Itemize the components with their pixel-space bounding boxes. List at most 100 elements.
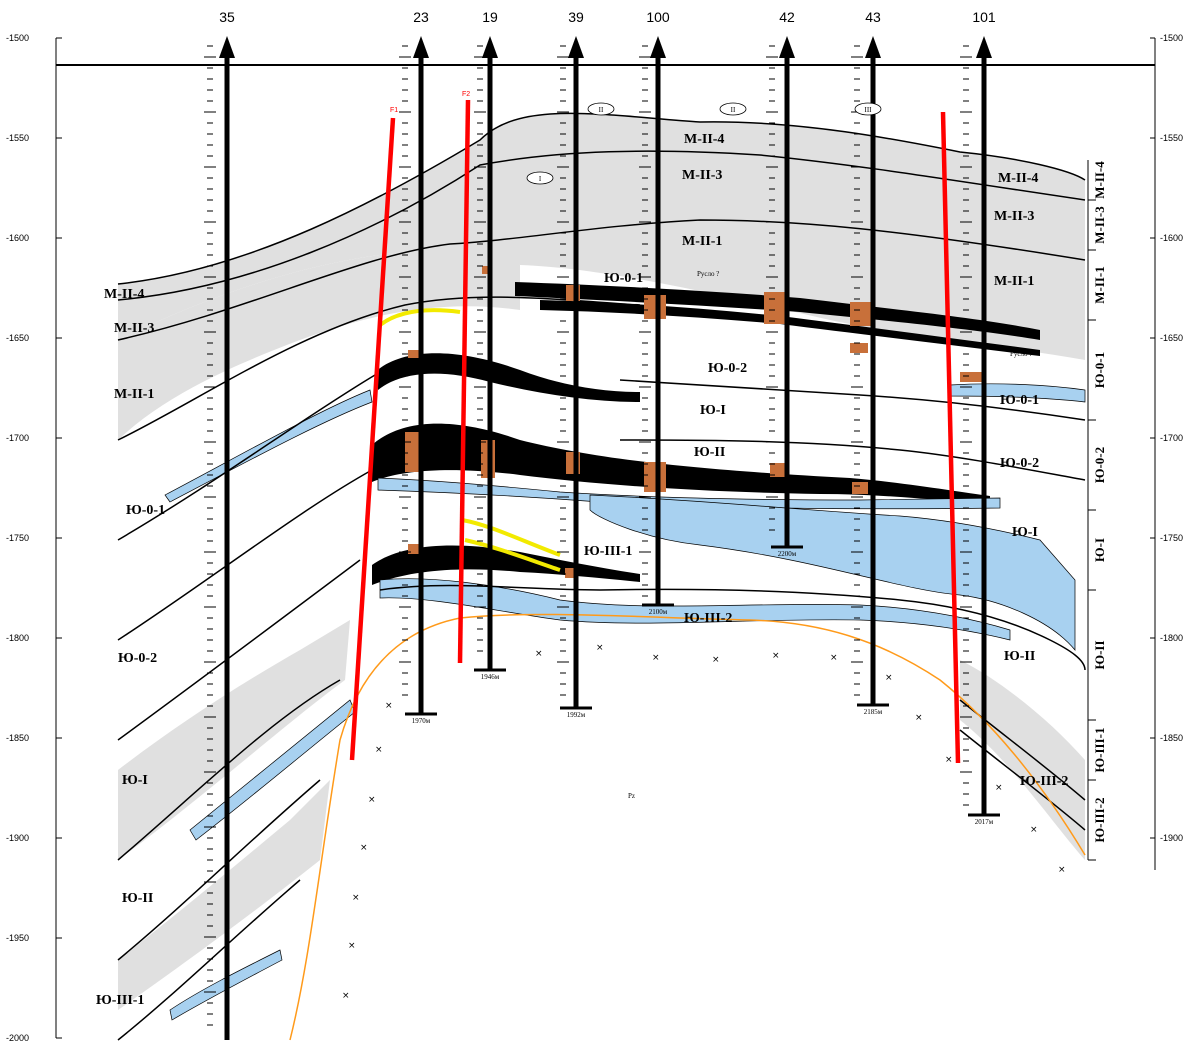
svg-text:×: × xyxy=(535,649,543,659)
well-23: 23 1970м xyxy=(399,9,437,725)
well-label: 100 xyxy=(646,9,670,25)
svg-text:II: II xyxy=(599,106,604,114)
well-43: 43 2185м xyxy=(851,9,889,716)
svg-text:×: × xyxy=(385,701,393,711)
side-label: Ю-I xyxy=(1092,538,1107,562)
label-m-ii-4-center: М-II-4 xyxy=(684,132,724,147)
arrow-up-icon xyxy=(413,36,429,58)
svg-text:×: × xyxy=(830,653,838,663)
svg-text:×: × xyxy=(915,713,923,723)
svg-text:×: × xyxy=(885,673,893,683)
label-m-ii-1-center: М-II-1 xyxy=(682,234,722,249)
svg-text:II: II xyxy=(731,106,736,114)
label-yu-iii-1-left: Ю-III-1 xyxy=(96,993,144,1008)
fault-f2 xyxy=(457,99,471,664)
label-yu-iii-2-right: Ю-III-2 xyxy=(1020,774,1068,789)
left-tick-label: -1700 xyxy=(6,433,29,443)
right-depth-axis: -1500-1550-1600-1650-1700-1750-1800-1850… xyxy=(1150,33,1183,870)
horizon-lines xyxy=(117,112,1086,1041)
svg-text:×: × xyxy=(1058,865,1066,875)
fault-f1 xyxy=(349,117,396,761)
label-yu-ii-center: Ю-II xyxy=(694,445,725,460)
side-label: Ю-III-1 xyxy=(1092,728,1107,773)
right-tick-label: -1550 xyxy=(1160,133,1183,143)
label-yu-ii-right: Ю-II xyxy=(1004,649,1035,664)
well-label: 35 xyxy=(219,9,235,25)
well-35: 35 xyxy=(204,9,235,1040)
side-label: М-II-1 xyxy=(1092,266,1107,304)
left-tick-label: -2000 xyxy=(6,1033,29,1041)
svg-text:×: × xyxy=(1030,825,1038,835)
svg-text:×: × xyxy=(360,843,368,853)
td-label: 2185м xyxy=(864,708,883,716)
svg-text:×: × xyxy=(368,795,376,805)
side-label: Ю-II xyxy=(1092,640,1107,669)
label-yu-0-2-left: Ю-0-2 xyxy=(118,651,157,666)
right-tick-label: -1850 xyxy=(1160,733,1183,743)
td-label: 1946м xyxy=(481,673,500,681)
well-label: 42 xyxy=(779,9,795,25)
label-m-ii-3-right: М-II-3 xyxy=(994,209,1034,224)
well-label: 23 xyxy=(413,9,429,25)
side-label: Ю-0-2 xyxy=(1092,447,1107,483)
arrow-up-icon xyxy=(865,36,881,58)
faults xyxy=(349,99,961,764)
left-tick-label: -1550 xyxy=(6,133,29,143)
left-tick-label: -1650 xyxy=(6,333,29,343)
td-label: 2100м xyxy=(649,608,668,616)
right-tick-label: -1750 xyxy=(1160,533,1183,543)
right-tick-label: -1650 xyxy=(1160,333,1183,343)
side-label: М-II-4 xyxy=(1092,161,1107,199)
well-label: 101 xyxy=(972,9,996,25)
left-depth-axis: -1500-1550-1600-1650-1700-1750-1800-1850… xyxy=(6,33,62,1041)
svg-text:×: × xyxy=(375,745,383,755)
left-tick-label: -1900 xyxy=(6,833,29,843)
label-yu-ii-left: Ю-II xyxy=(122,891,153,906)
label-basement: Pz xyxy=(628,792,635,800)
svg-text:×: × xyxy=(342,991,350,1001)
lower-left-formation-2 xyxy=(118,780,330,1010)
arrow-up-icon xyxy=(482,36,498,58)
left-tick-label: -1850 xyxy=(6,733,29,743)
well-label: 43 xyxy=(865,9,881,25)
arrow-up-icon xyxy=(219,36,235,58)
right-tick-label: -1600 xyxy=(1160,233,1183,243)
label-yu-0-1-center: Ю-0-1 xyxy=(604,271,643,286)
label-m-ii-3-center: М-II-3 xyxy=(682,168,722,183)
svg-text:×: × xyxy=(348,941,356,951)
label-yu-iii-2-center: Ю-III-2 xyxy=(684,611,732,626)
svg-text:×: × xyxy=(596,643,604,653)
coal-seams xyxy=(378,308,561,572)
label-channel-1: Русло ? xyxy=(697,270,719,278)
arrow-up-icon xyxy=(650,36,666,58)
label-yu-0-1-left: Ю-0-1 xyxy=(126,503,165,518)
label-yu-i-left: Ю-I xyxy=(122,773,148,788)
layer-labels: М-II-4 М-II-3 М-II-1 Ю-0-1 Ю-0-2 Ю-I Ю-I… xyxy=(96,132,1068,1008)
left-tick-label: -1750 xyxy=(6,533,29,543)
marker-ellipses: II II III I xyxy=(526,102,882,185)
fault-f3 xyxy=(940,111,961,764)
label-m-ii-4-left: М-II-4 xyxy=(104,287,144,302)
label-yu-0-2-center: Ю-0-2 xyxy=(708,361,747,376)
lower-left-formation xyxy=(118,620,350,860)
svg-text:×: × xyxy=(652,653,660,663)
label-m-ii-1-right: М-II-1 xyxy=(994,274,1034,289)
label-yu-0-1-right: Ю-0-1 xyxy=(1000,393,1039,408)
arrow-up-icon xyxy=(976,36,992,58)
m-ii-formation xyxy=(118,113,1085,360)
side-stratigraphic-column: М-II-4М-II-3М-II-1Ю-0-1Ю-0-2Ю-IЮ-IIЮ-III… xyxy=(1087,160,1107,861)
right-tick-label: -1700 xyxy=(1160,433,1183,443)
svg-text:I: I xyxy=(539,175,542,183)
td-label: 1970м xyxy=(412,717,431,725)
right-tick-label: -1800 xyxy=(1160,633,1183,643)
left-tick-label: -1800 xyxy=(6,633,29,643)
arrow-up-icon xyxy=(568,36,584,58)
label-m-ii-4-right: М-II-4 xyxy=(998,171,1038,186)
label-yu-i-center: Ю-I xyxy=(700,403,726,418)
label-channel-2: Русло ? xyxy=(1010,350,1032,358)
svg-text:III: III xyxy=(865,106,873,114)
